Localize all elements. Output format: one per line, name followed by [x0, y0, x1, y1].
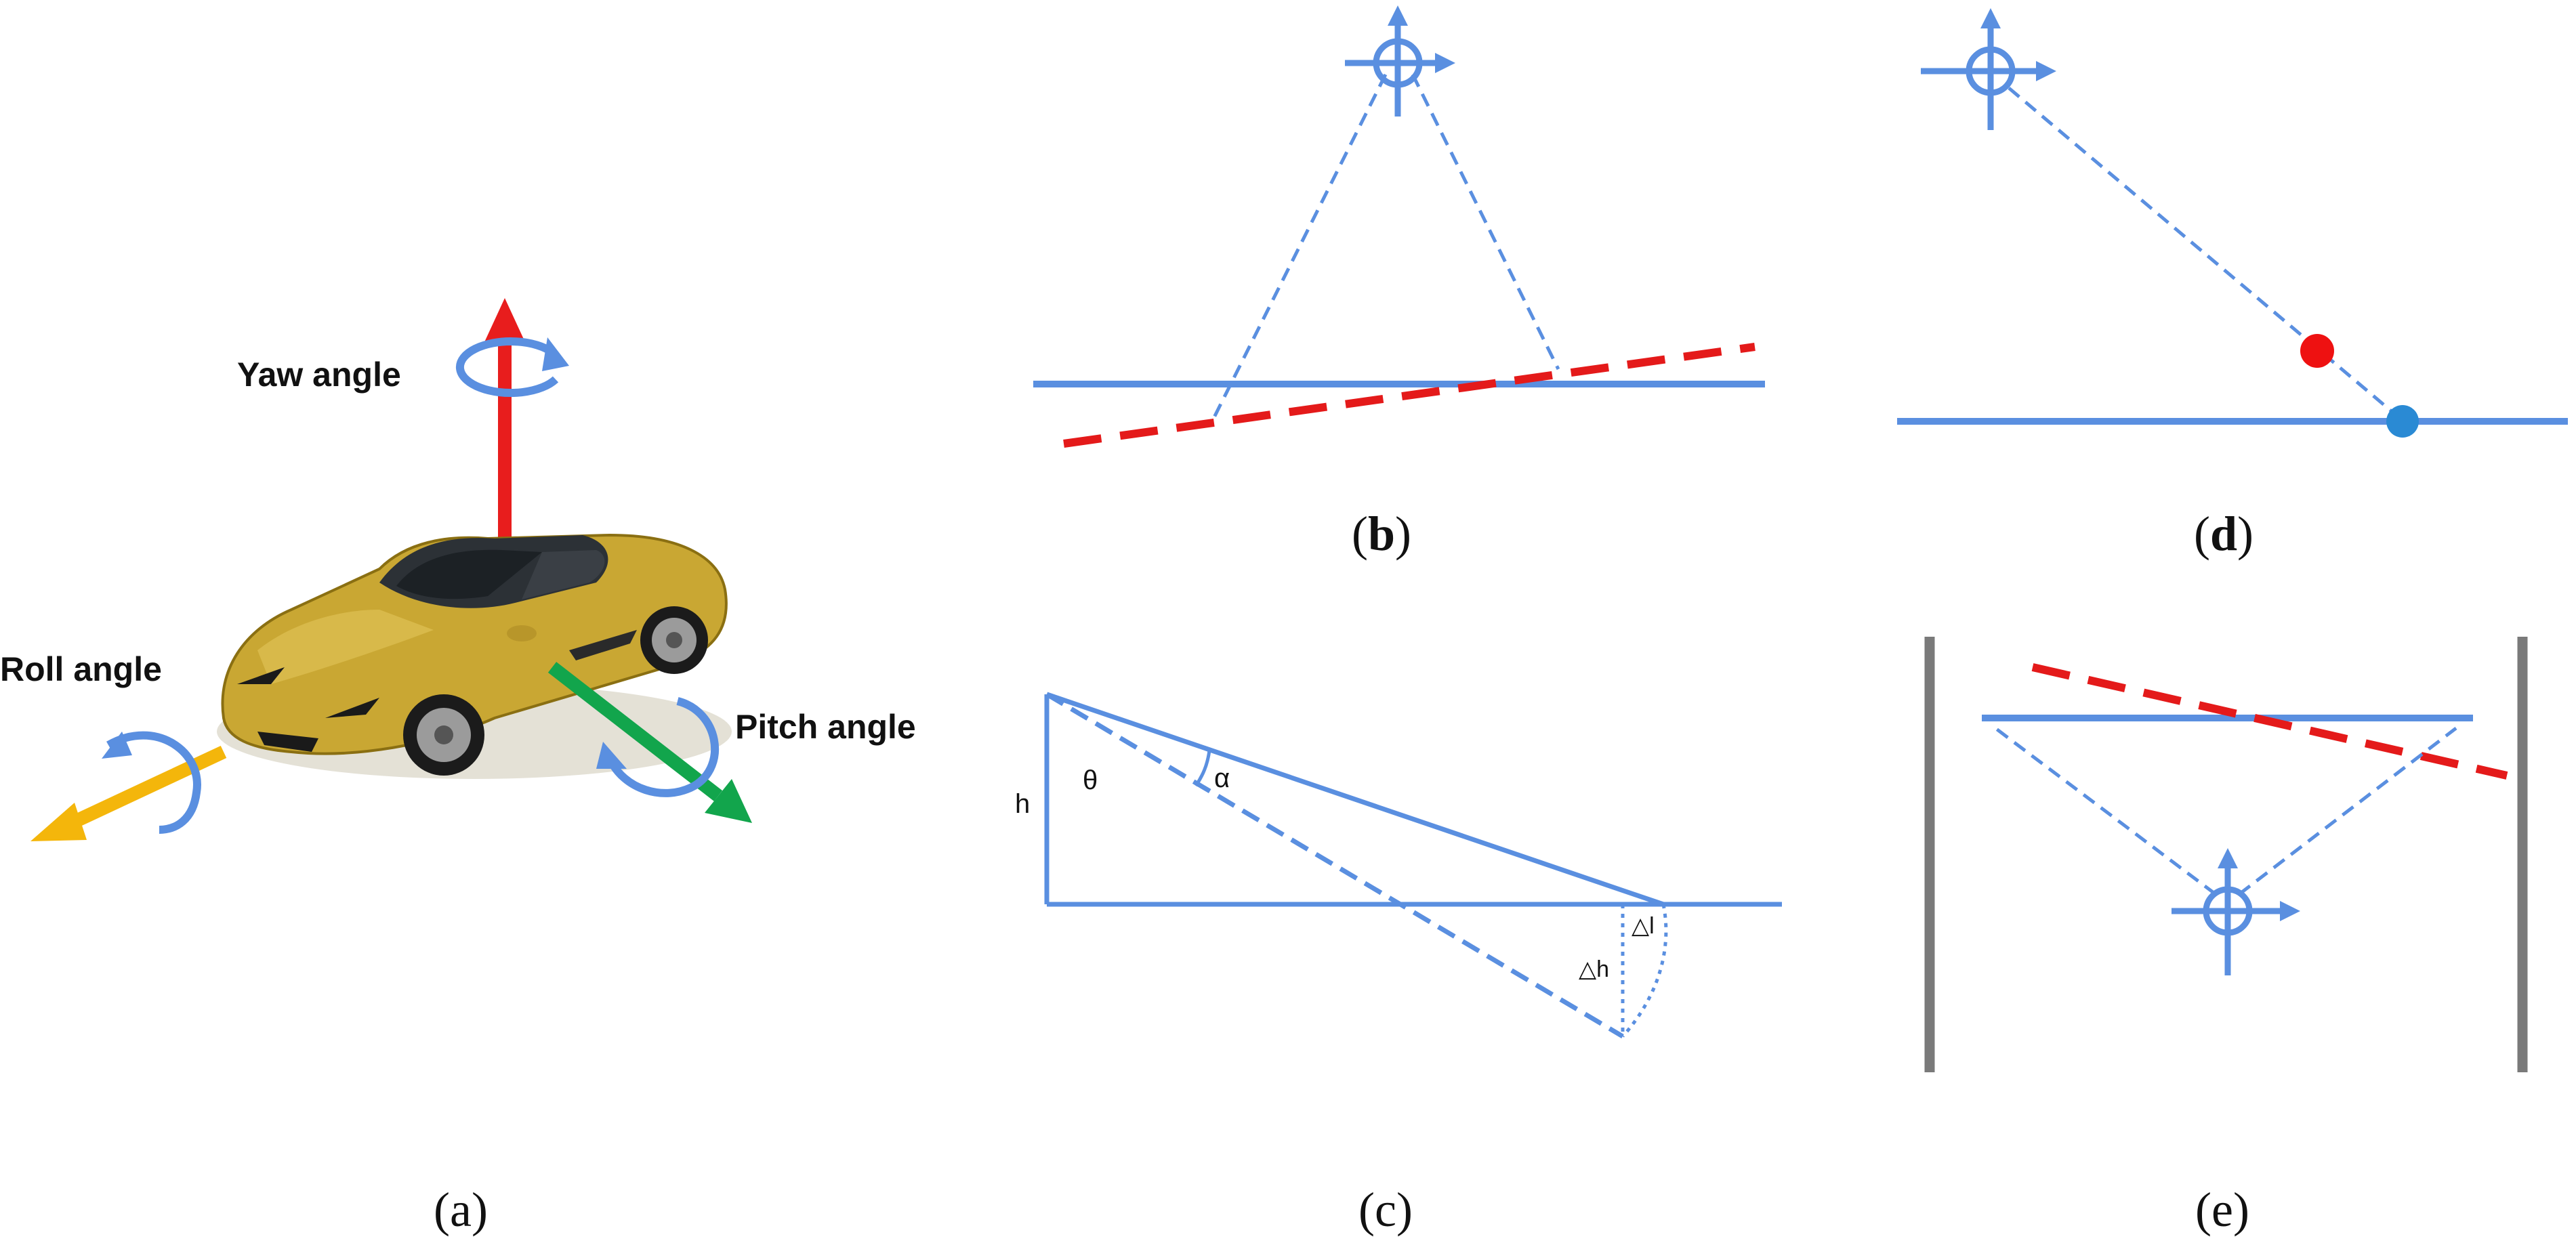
crosshair-icon: [1921, 8, 2056, 130]
panel-d: (d): [1897, 8, 2568, 561]
tilted-ground-estimate: [2031, 663, 2508, 780]
roll-angle-label: Roll angle: [0, 650, 162, 688]
pitch-angle-label: Pitch angle: [735, 708, 916, 746]
view-ray: [2008, 87, 2403, 421]
true-point-blue: [2386, 405, 2419, 438]
pitch-axis-arrow: [547, 662, 752, 823]
tilted-sight-line: [1045, 692, 1624, 1039]
view-ray-left: [1994, 727, 2217, 895]
panel-b: (b): [1033, 5, 1765, 561]
caption-d: (d): [2194, 507, 2253, 561]
pitch-rotation-arrow-icon: [596, 697, 720, 797]
caption-b: (b): [1352, 507, 1411, 561]
view-ray-right: [2238, 727, 2457, 895]
alpha-label: α: [1214, 763, 1230, 793]
yaw-rotation-arrow-icon: [455, 337, 569, 398]
view-ray-right: [1411, 73, 1560, 371]
panel-a: Yaw angle: [0, 298, 916, 1237]
view-ray-left: [1211, 73, 1388, 421]
panel-e: (e): [1924, 637, 2528, 1237]
sight-line: [1045, 692, 1665, 907]
delta-l-label: △l: [1632, 913, 1655, 939]
roll-rotation-arrow-icon: [102, 731, 201, 834]
car-image: [217, 533, 732, 779]
caption-c: (c): [1358, 1183, 1413, 1237]
yaw-axis-arrow: [484, 298, 525, 562]
delta-l-arc: [1621, 904, 1668, 1038]
roll-axis-arrow: [30, 745, 227, 841]
alpha-arc: [1194, 750, 1211, 787]
h-label: h: [1015, 789, 1030, 819]
panel-c: h θ α △h △l (c): [1015, 692, 1782, 1237]
crosshair-icon: [2172, 848, 2300, 975]
caption-e: (e): [2195, 1183, 2249, 1237]
delta-h-label: △h: [1579, 956, 1609, 982]
estimated-point-red: [2300, 334, 2334, 368]
caption-a: (a): [434, 1183, 488, 1237]
crosshair-icon: [1345, 5, 1455, 117]
tilted-ground-estimate: [1063, 343, 1756, 448]
yaw-angle-label: Yaw angle: [237, 356, 401, 394]
theta-label: θ: [1083, 765, 1098, 795]
